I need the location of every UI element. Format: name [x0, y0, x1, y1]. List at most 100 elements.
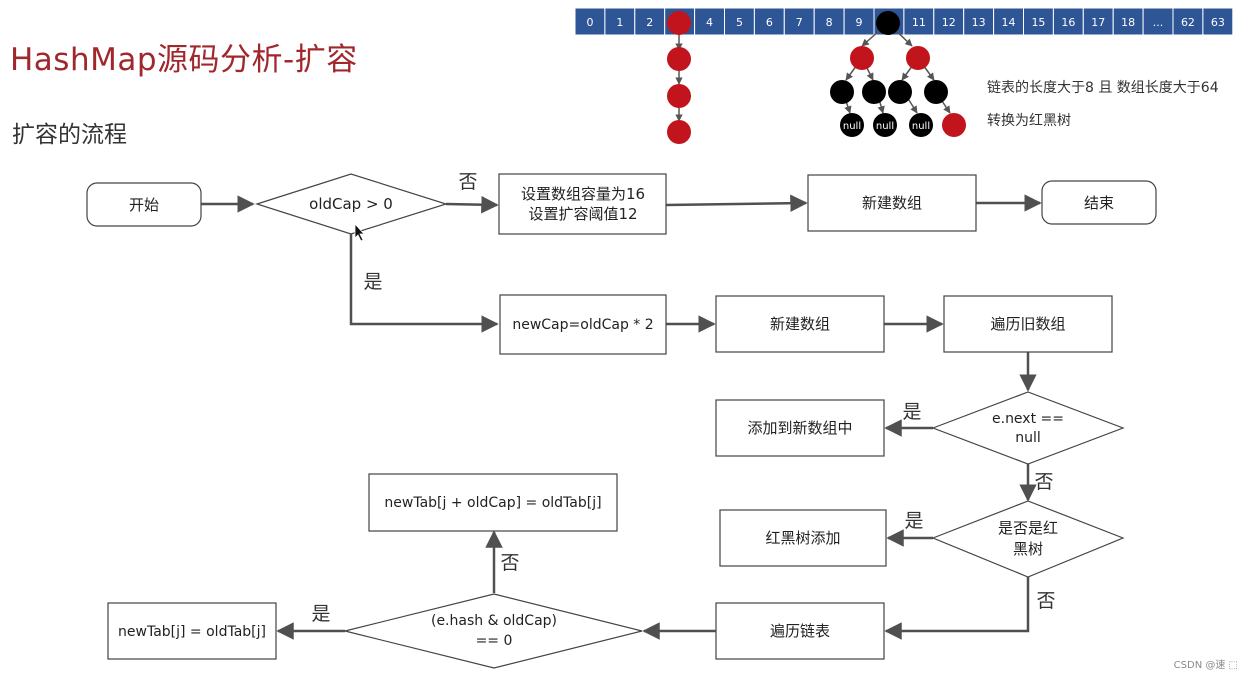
- array-cell: [694, 7, 725, 36]
- cond-oldcap-node: [255, 173, 448, 235]
- list-node: [667, 47, 691, 71]
- null-label: null: [912, 121, 930, 132]
- assign-shift-label: newTab[j + oldCap] = oldTab[j]: [384, 495, 601, 511]
- array-cell-label: 1: [616, 16, 623, 29]
- new-array-top-node: [807, 174, 977, 232]
- array-cell-label: 63: [1211, 16, 1225, 29]
- tree-node-black: [924, 80, 948, 104]
- flow-edges: [201, 194, 1042, 640]
- tree-node-null: [873, 113, 897, 137]
- array-cell: [1202, 7, 1234, 36]
- array-cell-label: 0: [586, 16, 593, 29]
- tree-add-node: [719, 509, 887, 567]
- array-cell-label: 6: [766, 16, 773, 29]
- tree-add-label: 红黑树添加: [765, 529, 840, 547]
- edge-label-no: 否: [500, 552, 519, 574]
- tree-node-black: [862, 80, 886, 104]
- tree-node-red: [942, 113, 966, 137]
- array-cell: [843, 7, 875, 36]
- array-cell: [724, 7, 755, 36]
- linked-list-illustration: [667, 11, 691, 144]
- array-cell-label: 62: [1181, 16, 1195, 29]
- cond-hash-label-1: (e.hash & oldCap): [431, 613, 557, 629]
- cond-tree-label-2: 黑树: [1013, 540, 1043, 558]
- double-cap-node: [499, 294, 667, 355]
- edge-cond-no: [445, 195, 499, 214]
- array-cell: [753, 7, 785, 36]
- double-cap-label: newCap=oldCap * 2: [512, 317, 653, 333]
- end-node: [1041, 180, 1157, 225]
- list-node: [667, 120, 691, 144]
- array-cell: [993, 7, 1024, 36]
- assign-same-label: newTab[j] = oldTab[j]: [118, 624, 266, 640]
- array-cell: [783, 7, 815, 36]
- edge-cond-yes: [349, 234, 499, 333]
- default-cap-node: [498, 173, 667, 235]
- array-cell-label: 18: [1121, 16, 1135, 29]
- iterate-list-label: 遍历链表: [770, 622, 830, 640]
- edge-label-yes: 是: [311, 603, 330, 625]
- array-cell-label: 14: [1002, 16, 1016, 29]
- array-cell-label: 16: [1061, 16, 1075, 29]
- array-cell-label: 5: [736, 16, 743, 29]
- edge-label-no: 否: [458, 171, 477, 193]
- edge-default-to-new: [665, 194, 808, 212]
- array-cell-label: 9: [856, 16, 863, 29]
- tree-node-red: [850, 46, 874, 70]
- array-cell: [813, 7, 845, 36]
- tree-node-null: [840, 113, 864, 137]
- tree-note-line1: 链表的长度大于8 且 数组长度大于64: [987, 80, 1219, 96]
- edge-tree-no: [884, 577, 1030, 640]
- iterate-list-node: [715, 602, 885, 660]
- tree-node-red: [906, 46, 930, 70]
- start-node: [86, 182, 202, 227]
- edge-label-yes: 是: [904, 510, 923, 532]
- array-cell-label: 8: [826, 16, 833, 29]
- array-cell: [933, 7, 965, 36]
- default-cap-label-2: 设置扩容阈值12: [528, 205, 637, 223]
- array-cell-label: ...: [1153, 16, 1164, 29]
- null-label: null: [876, 121, 894, 132]
- list-node: [667, 84, 691, 108]
- array-cell: [1142, 7, 1174, 36]
- array-cell-label: 2: [646, 16, 653, 29]
- edge-label-yes: 是: [363, 271, 382, 293]
- end-label: 结束: [1084, 194, 1114, 212]
- edge-label-yes: 是: [902, 401, 921, 423]
- tree-note-line2: 转换为红黑树: [987, 113, 1071, 129]
- cond-next-null-node: [931, 391, 1125, 465]
- array-cell-label: 7: [796, 16, 803, 29]
- new-array-label: 新建数组: [770, 315, 830, 333]
- array-cell-label: 15: [1031, 16, 1045, 29]
- tree-node-black: [830, 80, 854, 104]
- start-label: 开始: [129, 196, 159, 214]
- array-cell-label: 17: [1091, 16, 1105, 29]
- assign-shift-index-node: [368, 473, 618, 532]
- array-cell: [1172, 7, 1204, 36]
- array-cell-label: 13: [972, 16, 986, 29]
- list-node: [667, 11, 691, 35]
- edge-label-no: 否: [1034, 471, 1053, 493]
- array-cell-label: 11: [912, 16, 926, 29]
- array-cell: [963, 7, 995, 36]
- page-title: HashMap源码分析-扩容: [10, 42, 358, 78]
- new-array-node: [715, 295, 885, 353]
- array-cell: [903, 7, 935, 36]
- mouse-cursor-icon: [354, 222, 365, 242]
- cond-next-label-1: e.next ==: [992, 411, 1064, 427]
- cond-is-tree-node: [931, 500, 1125, 578]
- new-array-top-label: 新建数组: [862, 194, 922, 212]
- array-cell-label: 4: [706, 16, 713, 29]
- array-cell: [1082, 7, 1114, 36]
- edge-label-no: 否: [1036, 590, 1055, 612]
- array-cell-label: 12: [942, 16, 956, 29]
- assign-same-index-node: [107, 602, 277, 660]
- tree-node-null: [909, 113, 933, 137]
- cond-hash-label-2: == 0: [476, 633, 513, 649]
- section-subtitle: 扩容的流程: [12, 122, 127, 148]
- iterate-old-node: [943, 295, 1113, 353]
- add-to-new-label: 添加到新数组中: [747, 419, 852, 437]
- cond-hash-node: [344, 593, 643, 669]
